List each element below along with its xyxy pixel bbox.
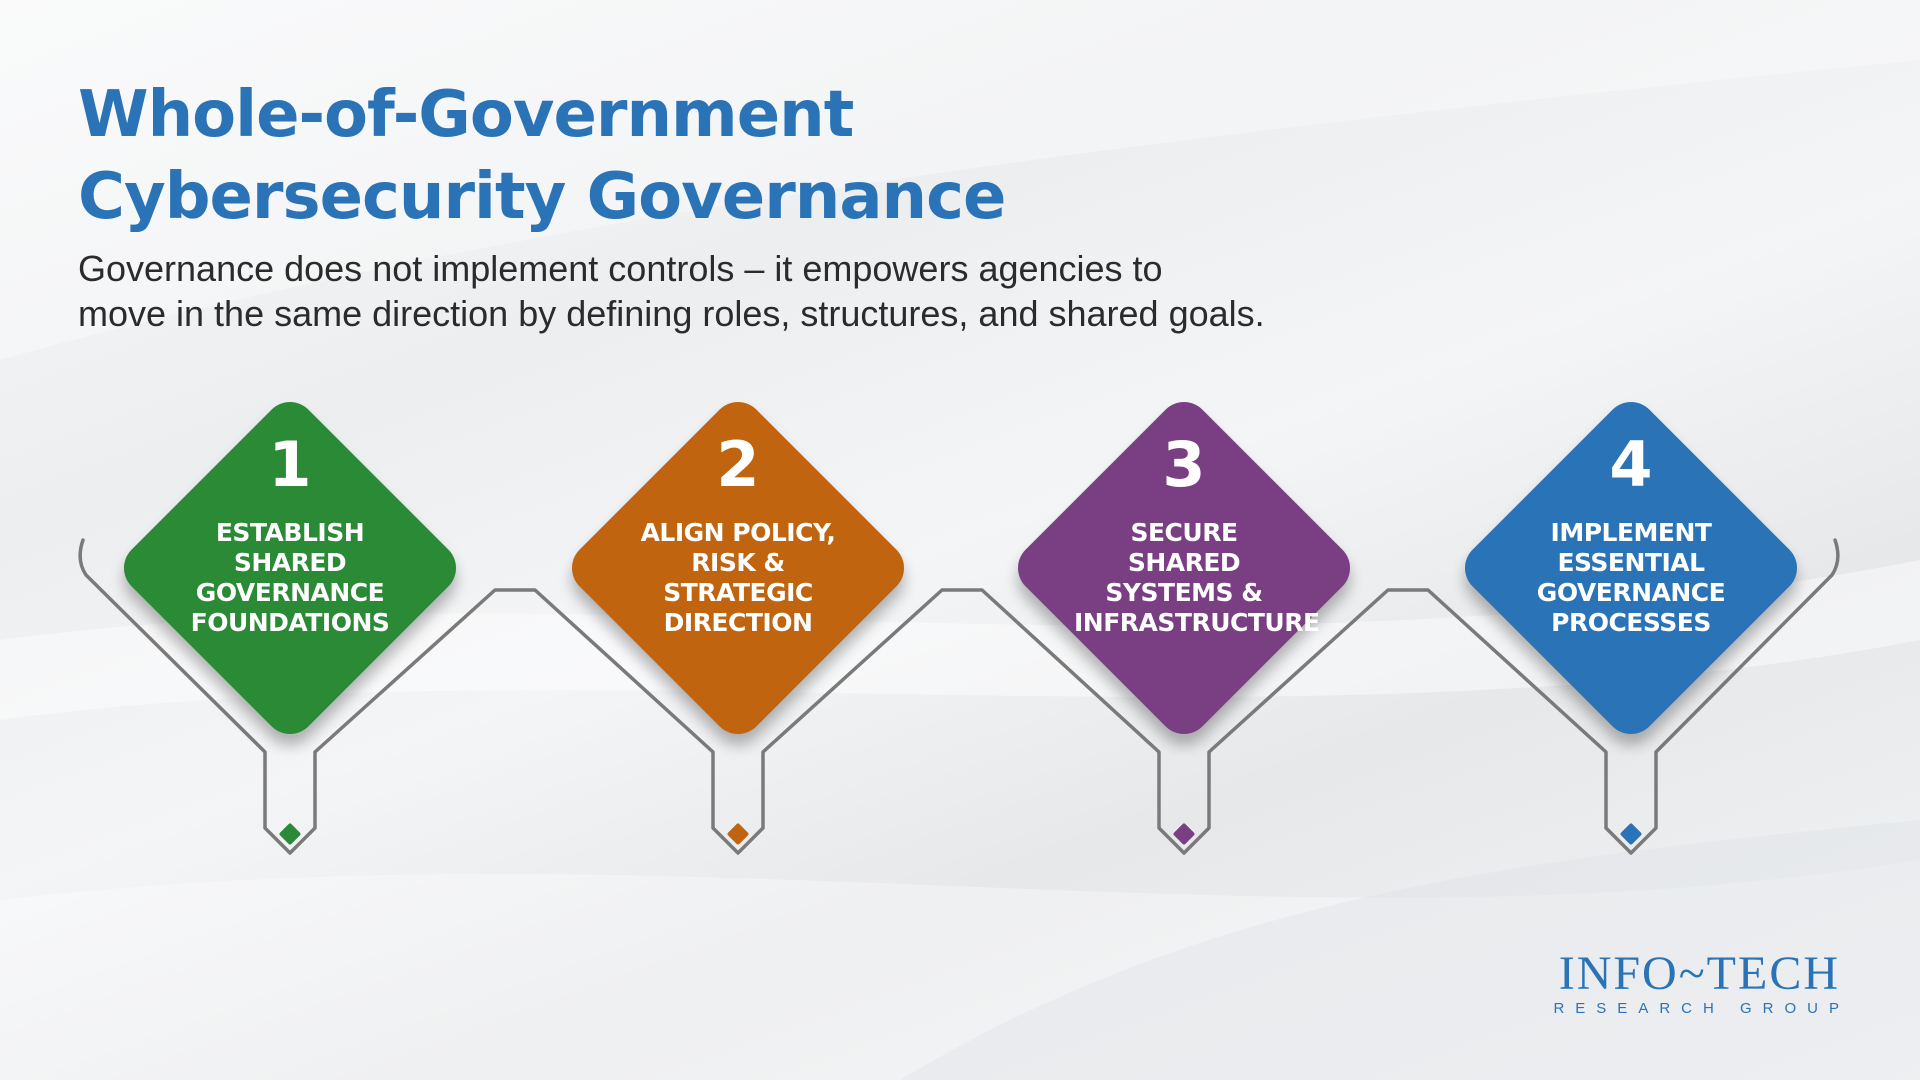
marker-diamond-1 (279, 823, 301, 845)
marker-diamond-4 (1620, 823, 1642, 845)
step-2-label: ALIGN POLICY, RISK & STRATEGIC DIRECTION (640, 518, 836, 637)
step-3: 3 SECURE SHARED SYSTEMS & INFRASTRUCTURE (1006, 390, 1362, 746)
page-subtitle: Governance does not implement controls –… (78, 246, 1265, 336)
subtitle-line-1: Governance does not implement controls –… (78, 248, 1163, 289)
connector-line (78, 538, 1840, 855)
step-1: 1 ESTABLISH SHARED GOVERNANCE FOUNDATION… (112, 390, 468, 746)
step-3-label: SECURE SHARED SYSTEMS & INFRASTRUCTURE (1074, 518, 1320, 637)
step-3-number: 3 (1162, 428, 1206, 501)
logo-tagline: RESEARCH GROUP (1553, 1000, 1850, 1017)
step-2-number: 2 (716, 428, 760, 501)
logo-wordmark: INFO~TECH (1558, 947, 1840, 1000)
marker-diamond-2 (727, 823, 749, 845)
step-4: 4 IMPLEMENT ESSENTIAL GOVERNANCE PROCESS… (1453, 390, 1809, 746)
info-tech-logo: INFO~TECH RESEARCH GROUP (1500, 950, 1840, 1020)
step-1-label: ESTABLISH SHARED GOVERNANCE FOUNDATIONS (190, 518, 390, 637)
step-4-number: 4 (1609, 428, 1653, 501)
title-line-1: Whole-of-Government (78, 78, 854, 152)
step-1-number: 1 (268, 428, 312, 501)
subtitle-line-2: move in the same direction by defining r… (78, 293, 1265, 334)
title-line-2: Cybersecurity Governance (78, 160, 1006, 234)
page-title: Whole-of-Government Cybersecurity Govern… (78, 74, 1006, 238)
step-4-label: IMPLEMENT ESSENTIAL GOVERNANCE PROCESSES (1536, 518, 1726, 637)
marker-diamond-3 (1173, 823, 1195, 845)
step-2: 2 ALIGN POLICY, RISK & STRATEGIC DIRECTI… (560, 390, 916, 746)
